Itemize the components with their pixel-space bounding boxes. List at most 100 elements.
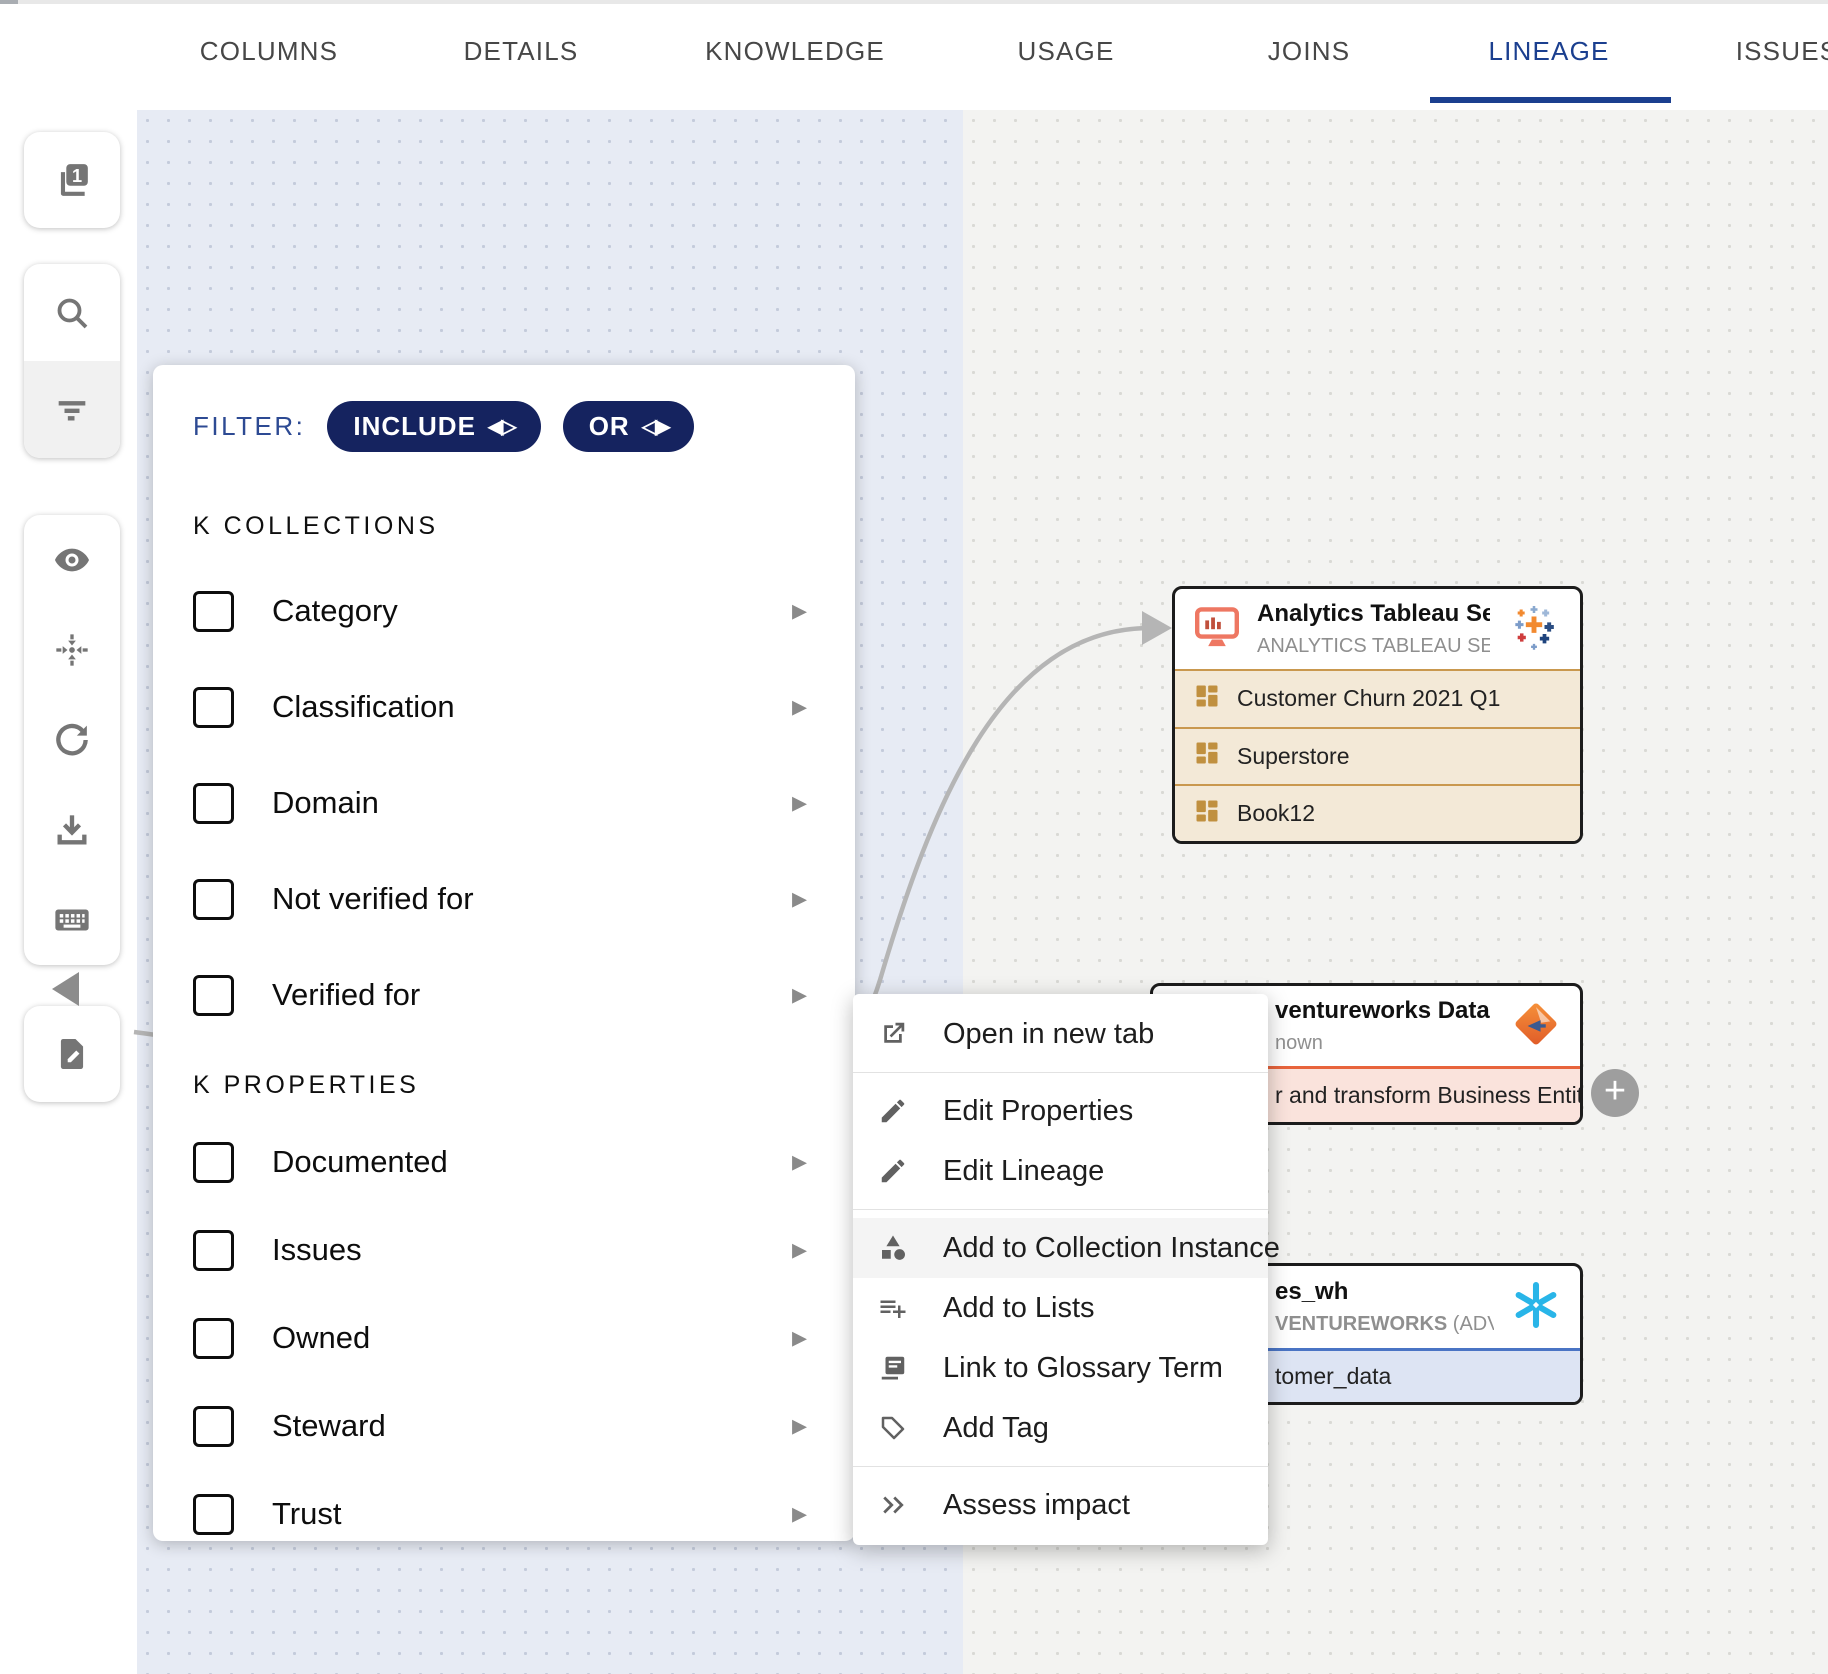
center-focus-button[interactable]: [24, 605, 120, 695]
node-title: ventureworks Data Cleansi…: [1275, 997, 1494, 1024]
menu-item-open-in-new-tab[interactable]: Open in new tab: [853, 1004, 1268, 1064]
node-header[interactable]: ventureworks Data Cleansi… nown: [1153, 986, 1580, 1066]
node-analytics-tableau-server[interactable]: Analytics Tableau Server ANALYTICS TABLE…: [1172, 586, 1583, 844]
node-subtitle: ANALYTICS TABLEAU SERVER: [1257, 635, 1490, 657]
refresh-button[interactable]: [24, 695, 120, 785]
menu-item-add-to-collection-instance[interactable]: Add to Collection Instance: [853, 1218, 1280, 1278]
filter-item-category[interactable]: Category ▸: [193, 585, 815, 637]
checkbox[interactable]: [193, 686, 234, 728]
menu-item-assess-impact[interactable]: Assess impact: [853, 1475, 1268, 1535]
tab-issues[interactable]: ISSUES: [1735, 36, 1828, 66]
include-toggle[interactable]: INCLUDE ◀▷: [327, 401, 541, 452]
filter-item-trust[interactable]: Trust ▸: [193, 1488, 815, 1540]
node-row-label: r and transform Business Entiti…: [1275, 1082, 1580, 1108]
keyboard-icon: [51, 899, 93, 941]
chevron-right-icon[interactable]: ▸: [791, 882, 807, 915]
chevron-right-icon[interactable]: ▸: [791, 1409, 807, 1442]
filter-item-label: Not verified for: [272, 881, 474, 916]
checkbox[interactable]: [193, 1141, 234, 1183]
tab-usage[interactable]: USAGE: [1017, 36, 1115, 66]
or-toggle[interactable]: OR ◁▶: [562, 401, 695, 452]
top-strip: [0, 0, 1828, 4]
filter-item-label: Documented: [272, 1144, 448, 1179]
node-subtitle: nown: [1275, 1032, 1323, 1054]
menu-item-add-to-lists[interactable]: Add to Lists: [853, 1278, 1268, 1338]
filter-item-domain[interactable]: Domain ▸: [193, 777, 815, 829]
chevron-right-icon[interactable]: ▸: [791, 594, 807, 627]
double-chevron-icon: [877, 1489, 909, 1521]
tab-columns[interactable]: COLUMNS: [199, 36, 339, 66]
include-toggle-label: INCLUDE: [353, 411, 476, 441]
node-row-label: Customer Churn 2021 Q1: [1237, 685, 1501, 712]
chevron-right-icon[interactable]: ▸: [791, 978, 807, 1011]
filter-item-label: Issues: [272, 1232, 362, 1267]
menu-item-label: Open in new tab: [943, 1017, 1155, 1050]
dashboard-icon: [1193, 797, 1221, 831]
search-button[interactable]: [24, 264, 120, 361]
chevron-right-icon[interactable]: ▸: [791, 786, 807, 819]
chevron-right-icon[interactable]: ▸: [791, 1497, 807, 1530]
filter-item-documented[interactable]: Documented ▸: [193, 1136, 815, 1188]
chevron-right-icon[interactable]: ▸: [791, 1145, 807, 1178]
menu-item-label: Add to Lists: [943, 1291, 1095, 1324]
tab-lineage[interactable]: LINEAGE: [1488, 36, 1610, 66]
filter-item-verified-for[interactable]: Verified for ▸: [193, 969, 815, 1021]
node-header[interactable]: Analytics Tableau Server ANALYTICS TABLE…: [1175, 589, 1580, 669]
node-row-superstore[interactable]: Superstore: [1175, 726, 1580, 784]
chevron-right-icon[interactable]: ▸: [791, 1233, 807, 1266]
tab-knowledge[interactable]: KNOWLEDGE: [705, 36, 885, 66]
checkbox[interactable]: [193, 974, 234, 1016]
checkbox[interactable]: [193, 590, 234, 632]
menu-item-link-to-glossary-term[interactable]: Link to Glossary Term: [853, 1338, 1268, 1398]
menu-item-edit-lineage[interactable]: Edit Lineage: [853, 1141, 1268, 1201]
filter-list-button[interactable]: [24, 361, 120, 458]
keyboard-button[interactable]: [24, 875, 120, 965]
filter-item-not-verified-for[interactable]: Not verified for ▸: [193, 873, 815, 925]
menu-item-label: Add to Collection Instance: [943, 1231, 1280, 1264]
expand-lineage-button[interactable]: +: [1591, 1069, 1639, 1117]
filter-list-icon: [52, 390, 92, 430]
menu-divider: [853, 1072, 1268, 1073]
chevron-right-icon[interactable]: ▸: [791, 1321, 807, 1354]
filter-item-label: Domain: [272, 785, 379, 820]
tableau-logo-icon: [1506, 599, 1562, 660]
checkbox[interactable]: [193, 1405, 234, 1447]
edit-document-icon: [53, 1035, 91, 1073]
checkbox[interactable]: [193, 782, 234, 824]
filter-item-label: Category: [272, 593, 398, 628]
filter-item-steward[interactable]: Steward ▸: [193, 1400, 815, 1452]
refresh-icon: [52, 720, 92, 760]
monitor-chart-icon: [1193, 605, 1241, 654]
chevron-right-icon[interactable]: ▸: [791, 690, 807, 723]
checkbox[interactable]: [193, 1229, 234, 1271]
checkbox[interactable]: [193, 1317, 234, 1359]
download-button[interactable]: [24, 785, 120, 875]
checkbox[interactable]: [193, 878, 234, 920]
tab-details[interactable]: DETAILS: [463, 36, 579, 66]
node-row-book12[interactable]: Book12: [1175, 784, 1580, 841]
node-subtitle: VENTUREWORKS (ADVENT…: [1275, 1313, 1494, 1336]
page-one-button[interactable]: 1: [24, 132, 120, 228]
edit-document-button[interactable]: [24, 1006, 120, 1102]
checkbox[interactable]: [193, 1493, 234, 1535]
node-header[interactable]: es_wh VENTUREWORKS (ADVENT…: [1153, 1266, 1580, 1348]
menu-item-edit-properties[interactable]: Edit Properties: [853, 1081, 1268, 1141]
node-row-customer-churn[interactable]: Customer Churn 2021 Q1: [1175, 669, 1580, 727]
top-strip-segment: [0, 0, 18, 4]
tab-bar: COLUMNS DETAILS KNOWLEDGE USAGE JOINS LI…: [0, 4, 1828, 110]
filter-item-owned[interactable]: Owned ▸: [193, 1312, 815, 1364]
tab-joins[interactable]: JOINS: [1267, 36, 1351, 66]
active-tab-underline: [1430, 97, 1671, 103]
dashboard-icon: [1193, 682, 1221, 716]
collapse-panel-icon[interactable]: [52, 972, 79, 1006]
visibility-button[interactable]: [24, 515, 120, 605]
filter-item-issues[interactable]: Issues ▸: [193, 1224, 815, 1276]
menu-item-label: Link to Glossary Term: [943, 1351, 1223, 1384]
filter-item-label: Classification: [272, 689, 455, 724]
filter-item-classification[interactable]: Classification ▸: [193, 681, 815, 733]
glossary-article-icon: [877, 1352, 909, 1384]
informatica-logo-icon: [1510, 998, 1562, 1055]
menu-item-add-tag[interactable]: Add Tag: [853, 1398, 1268, 1458]
pencil-icon: [877, 1155, 909, 1187]
center-focus-icon: [52, 630, 92, 670]
